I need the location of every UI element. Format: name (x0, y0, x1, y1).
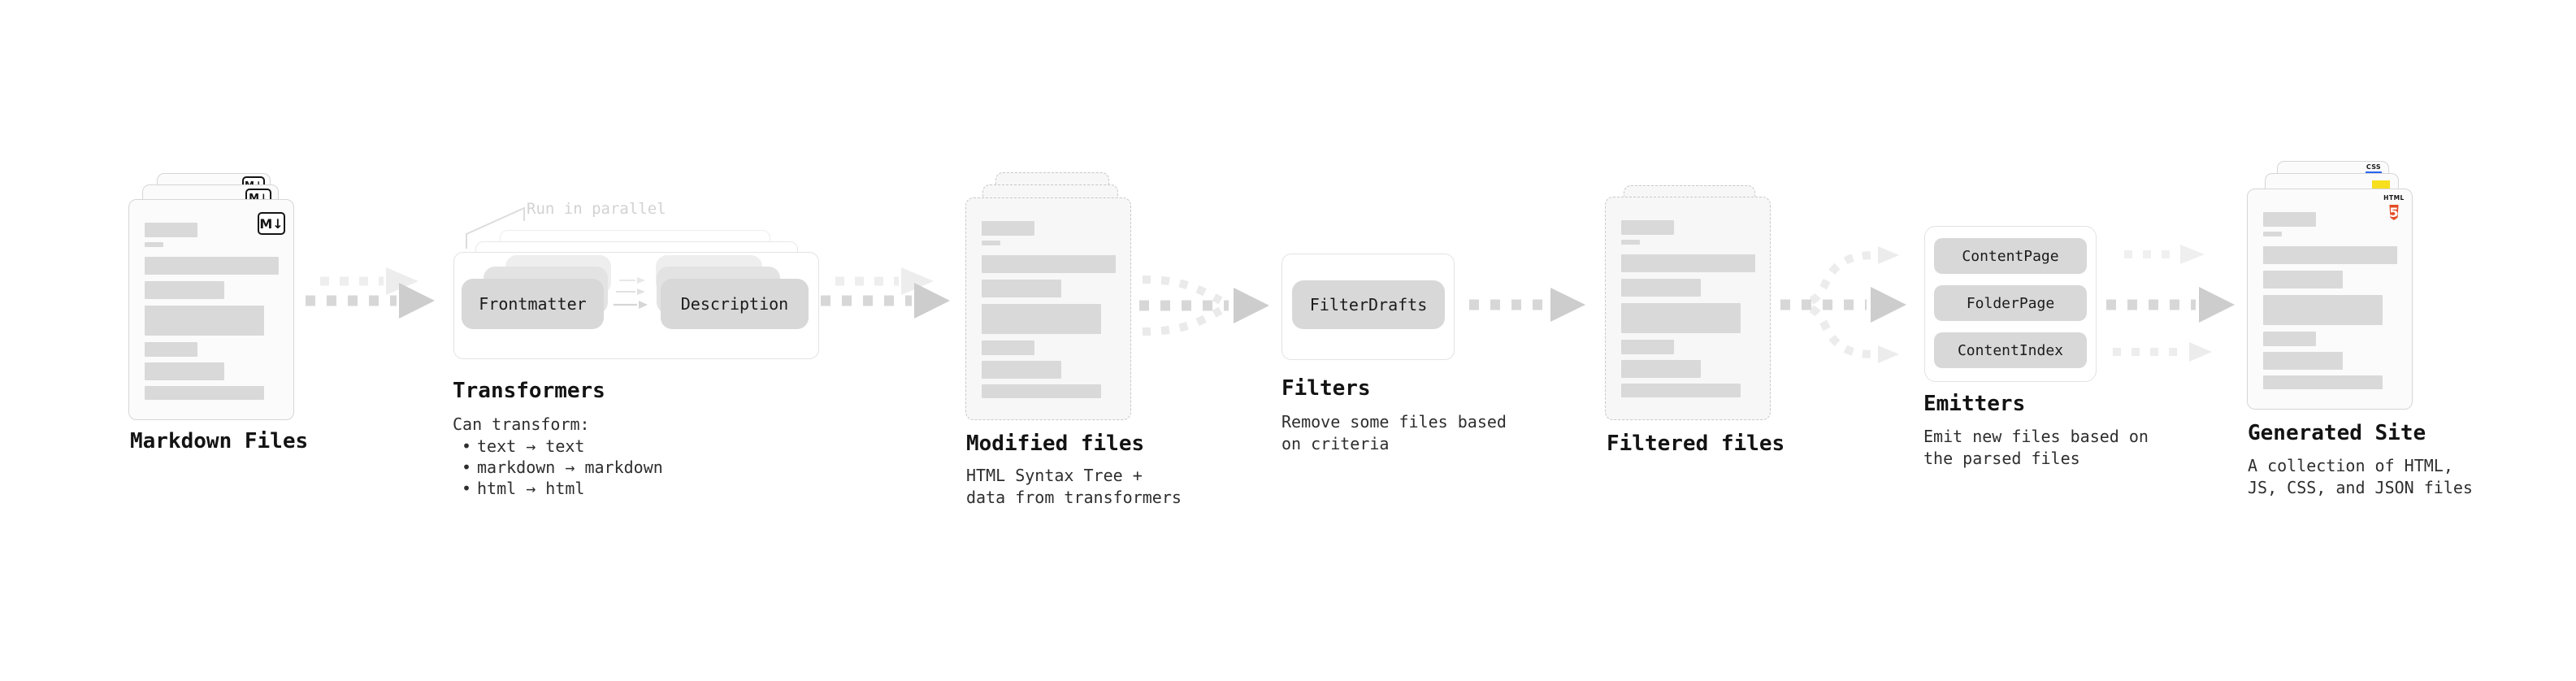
stage-title-filtered-files: Filtered files (1607, 432, 1785, 456)
doc-line (2263, 246, 2397, 264)
filterdrafts-pill: FilterDrafts (1292, 280, 1445, 329)
transform-bullet: • html → html (462, 479, 584, 498)
flow-arrow-filtered-to-emitters (1780, 246, 1906, 363)
modified-file-front (965, 197, 1131, 420)
doc-line (1621, 220, 1674, 235)
doc-line (982, 304, 1101, 334)
stage-title-markdown-files: Markdown Files (130, 429, 309, 453)
doc-line (982, 241, 1000, 245)
doc-line (145, 223, 197, 237)
stage-title-generated-site: Generated Site (2248, 421, 2426, 445)
bullet-text: markdown → markdown (477, 458, 663, 477)
html5-icon-shield: 5 (2389, 205, 2399, 220)
emitter-pill-contentpage: ContentPage (1934, 238, 2087, 274)
doc-line (1621, 384, 1741, 397)
markdown-file-front: M↓ (128, 199, 294, 420)
doc-line (145, 257, 279, 275)
bullet-text: text → text (477, 436, 585, 456)
doc-line (2263, 295, 2383, 325)
doc-line (2263, 332, 2316, 346)
bullet-dot: • (462, 436, 472, 456)
description-pill: Description (661, 279, 809, 329)
doc-line (2263, 352, 2343, 370)
flow-arrow-modified-to-filters (1139, 275, 1269, 336)
generated-site-subtitle: A collection of HTML, JS, CSS, and JSON … (2248, 456, 2473, 497)
filters-subtitle: Remove some files based on criteria (1281, 412, 1507, 453)
transform-bullet: • markdown → markdown (462, 458, 663, 477)
doc-line (982, 280, 1061, 297)
doc-line (145, 342, 197, 357)
doc-line (982, 221, 1034, 236)
emitters-subtitle: Emit new files based on the parsed files (1923, 427, 2149, 468)
emitter-pill-contentindex: ContentIndex (1934, 332, 2087, 368)
doc-line (2263, 212, 2316, 227)
annotation-callout-line (466, 206, 525, 249)
stage-title-emitters: Emitters (1923, 392, 2026, 416)
doc-content-lines (982, 221, 1116, 398)
emitter-pill-folderpage: FolderPage (1934, 285, 2087, 321)
doc-line (1621, 254, 1755, 272)
doc-line (982, 361, 1061, 379)
site-file-html: HTML 5 (2247, 189, 2413, 410)
doc-line (1621, 240, 1640, 245)
doc-line (145, 281, 224, 299)
doc-line (982, 384, 1101, 398)
stage-title-modified-files: Modified files (966, 432, 1145, 456)
frontmatter-pill: Frontmatter (462, 279, 604, 329)
doc-line (145, 242, 163, 247)
flow-arrow-transformers-to-modified (821, 267, 950, 319)
markdown-icon: M↓ (258, 212, 285, 235)
doc-line (1621, 303, 1741, 333)
doc-line (1621, 279, 1701, 297)
flow-arrow-emitters-to-site (2106, 245, 2235, 362)
bullet-text: html → html (477, 479, 585, 498)
doc-line (1621, 340, 1674, 354)
doc-line (145, 306, 264, 336)
bullet-dot: • (462, 458, 472, 477)
doc-content-lines (2263, 212, 2397, 389)
doc-line (2263, 271, 2343, 288)
bullet-dot: • (462, 479, 472, 498)
run-in-parallel-label: Run in parallel (527, 200, 666, 218)
modified-files-subtitle: HTML Syntax Tree + data from transformer… (966, 466, 1182, 507)
flow-arrow-markdown-to-transformers (306, 267, 435, 319)
css-icon: CSS (2365, 164, 2382, 174)
doc-line (982, 340, 1034, 355)
doc-line (1621, 360, 1701, 378)
html5-icon: HTML 5 (2383, 194, 2405, 224)
doc-line (982, 255, 1116, 273)
filtered-file-front (1605, 197, 1771, 420)
doc-line (2263, 375, 2383, 389)
stage-title-transformers: Transformers (453, 379, 605, 403)
doc-line (145, 362, 224, 380)
doc-line (2263, 232, 2282, 236)
flow-arrow-filters-to-filtered (1469, 288, 1585, 322)
parallel-mini-arrows (614, 277, 648, 309)
doc-content-lines (145, 223, 279, 400)
transformers-subtitle: Can transform: (453, 414, 590, 434)
html5-icon-label: HTML (2383, 194, 2405, 202)
transform-bullet: •text → text (462, 436, 584, 456)
stage-title-filters: Filters (1281, 376, 1371, 401)
doc-content-lines (1621, 220, 1755, 397)
doc-line (145, 386, 264, 400)
